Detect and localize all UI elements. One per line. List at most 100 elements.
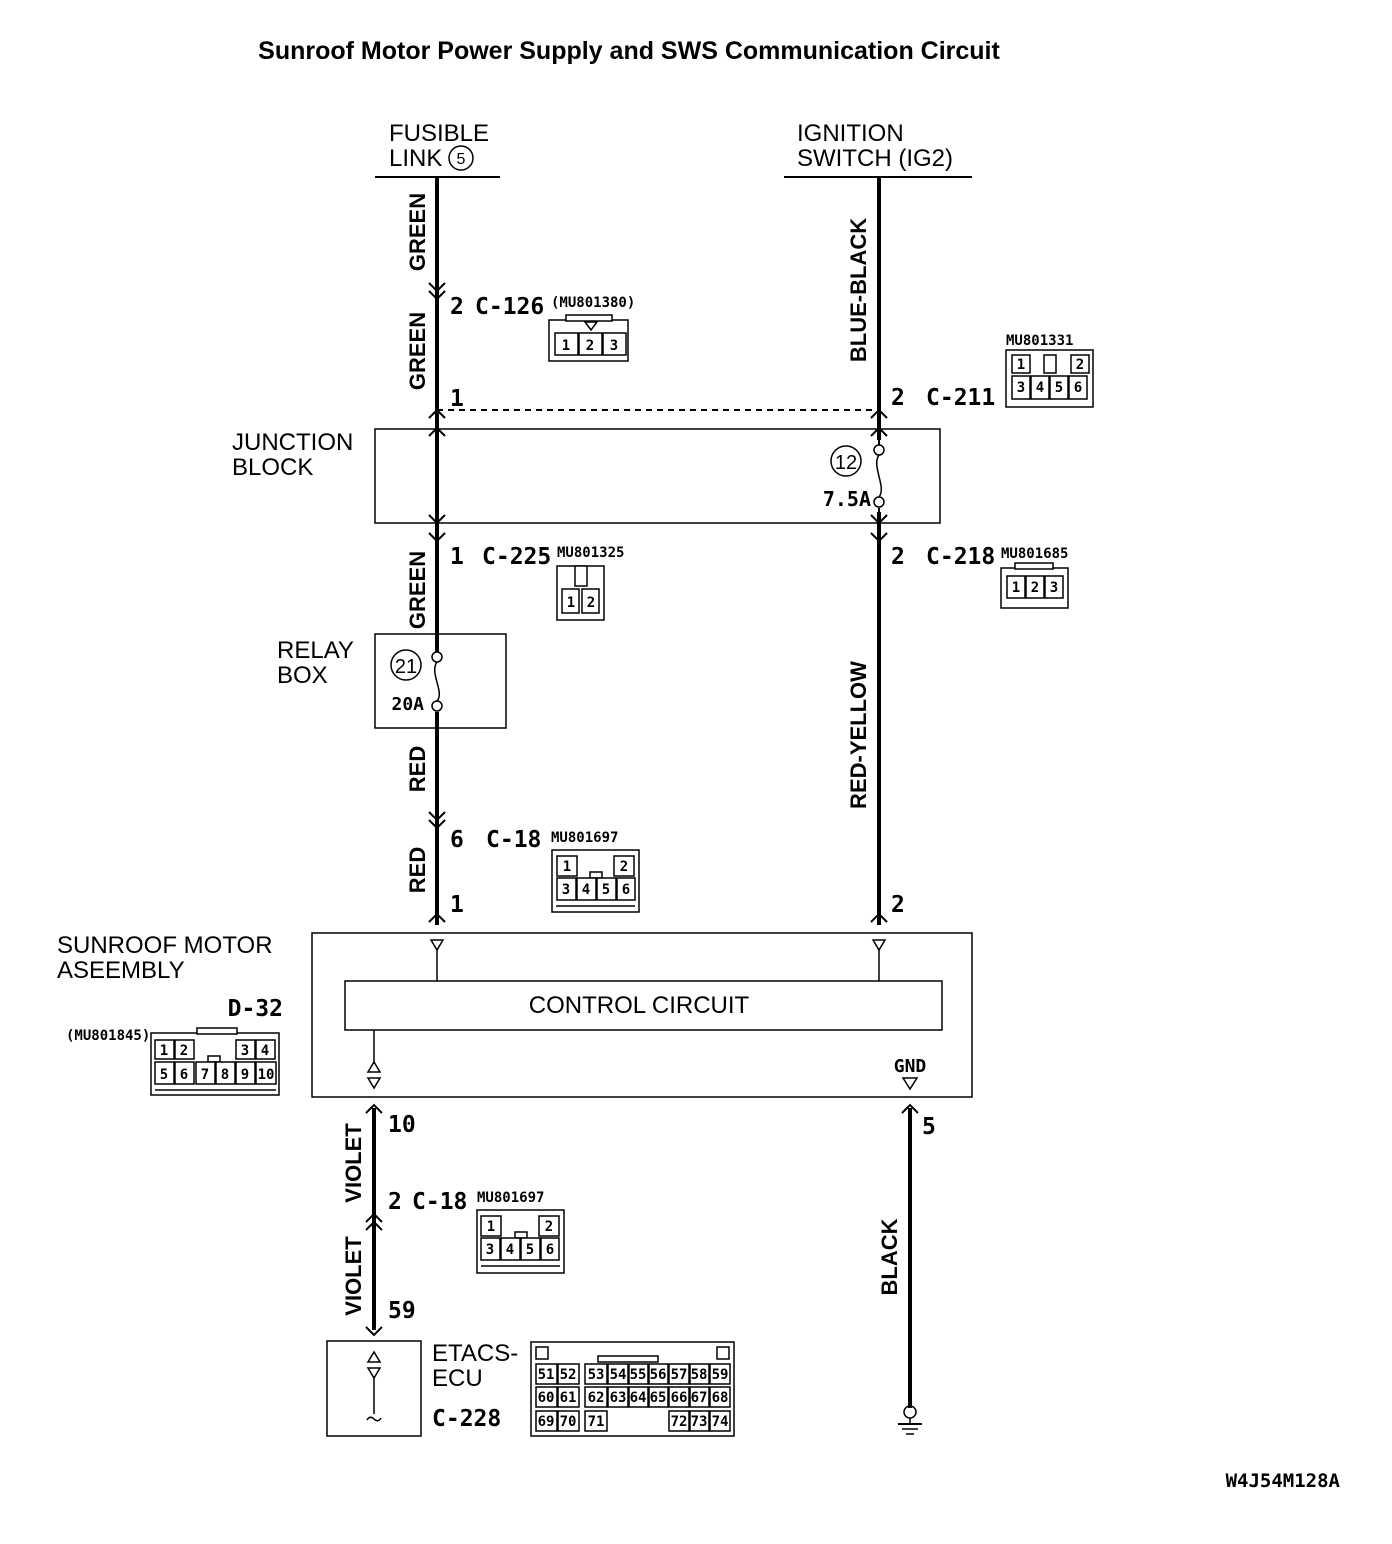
wire-color-red-1: RED (405, 746, 430, 792)
connector-chevron (428, 811, 446, 830)
c18-bottom-name: C-18 (412, 1189, 467, 1215)
c228-cell: 68 (712, 1390, 729, 1406)
c225-name: C-225 (482, 544, 551, 570)
wire-color-blue-black: BLUE-BLACK (846, 218, 871, 362)
c18-bottom-cell: 2 (545, 1219, 553, 1235)
etacs-comm-arrow-up (366, 1350, 382, 1363)
connector-chevron (365, 1212, 383, 1231)
fuse-12-element (876, 454, 882, 498)
connector-chevron (428, 912, 446, 923)
connector-chevron (870, 532, 888, 543)
c228-cell: 73 (691, 1414, 708, 1430)
c228-name: C-228 (432, 1406, 501, 1432)
diagram-title: Sunroof Motor Power Supply and SWS Commu… (258, 37, 1000, 65)
d32-cell: 5 (160, 1067, 168, 1083)
figure-code: W4J54M128A (1226, 1470, 1341, 1492)
c18-bottom-connector-face: 1 2 3 4 5 6 (476, 1209, 565, 1274)
input-arrow (429, 939, 445, 952)
d32-cell: 9 (241, 1067, 249, 1083)
c126-name: C-126 (475, 294, 544, 320)
d32-name: D-32 (228, 996, 283, 1022)
connector-chevron (870, 912, 888, 923)
fuse-21-rating: 20A (391, 694, 424, 715)
c211-part-number: MU801331 (1006, 333, 1073, 349)
junction-block-label-1: JUNCTION (232, 429, 353, 456)
wire-color-green-3: GREEN (405, 551, 430, 629)
c228-cell: 62 (588, 1390, 605, 1406)
etacs-label-1: ETACS- (432, 1340, 518, 1367)
c228-cell: 70 (560, 1414, 577, 1430)
c228-cell: 65 (650, 1390, 667, 1406)
wire-color-violet-2: VIOLET (341, 1236, 366, 1316)
c228-cell: 61 (560, 1390, 577, 1406)
fusible-link-number: 5 (457, 151, 466, 168)
d32-cell: 7 (201, 1067, 209, 1083)
c18-bottom-cell: 1 (487, 1219, 495, 1235)
c18-bottom-cell: 4 (506, 1242, 514, 1258)
c228-cell: 55 (630, 1367, 647, 1383)
c225-connector-face: 1 2 (556, 565, 605, 621)
d32-cell: 2 (180, 1043, 188, 1059)
c18-top-cell: 6 (622, 882, 630, 898)
c126-cell: 2 (586, 338, 594, 354)
c228-cell: 66 (671, 1390, 688, 1406)
c18-bottom-pin: 2 (388, 1189, 402, 1215)
c211-cell: 4 (1036, 380, 1044, 396)
motor-label-1: SUNROOF MOTOR (57, 932, 273, 959)
c228-cell: 72 (671, 1414, 688, 1430)
c18-bottom-cell: 3 (486, 1242, 494, 1258)
c218-name: C-218 (926, 544, 995, 570)
etacs-comm-arrow-down (366, 1367, 382, 1380)
junction-block-label-2: BLOCK (232, 454, 313, 481)
c228-cell: 71 (588, 1414, 605, 1430)
c228-cell: 53 (588, 1367, 605, 1383)
c228-cell: 58 (691, 1367, 708, 1383)
c211-cell: 5 (1055, 380, 1063, 396)
connector-chevron (365, 1103, 383, 1114)
c126-connector-face: 1 2 3 (548, 314, 629, 362)
junction-block-box (374, 428, 941, 524)
input-arrow (871, 939, 887, 952)
c126-cell: 3 (610, 338, 618, 354)
c228-cell: 60 (538, 1390, 555, 1406)
c126-cell: 1 (562, 338, 570, 354)
c211-cell: 3 (1017, 380, 1025, 396)
c211-cell: 2 (1076, 357, 1084, 373)
fusible-link-label-2: LINK (389, 145, 442, 172)
wire-color-red-yellow: RED-YELLOW (846, 661, 871, 809)
d32-cell: 4 (261, 1043, 269, 1059)
fuse-21-number-circle (390, 649, 422, 681)
motor-pin-right-out: 5 (922, 1114, 936, 1140)
c18-top-cell: 4 (582, 882, 590, 898)
gnd-label: GND (894, 1056, 927, 1077)
comm-arrow-up (366, 1060, 382, 1073)
c18-top-cell: 5 (602, 882, 610, 898)
c18-bottom-cell: 5 (526, 1242, 534, 1258)
c18-bottom-cell: 6 (546, 1242, 554, 1258)
etacs-label-2: ECU (432, 1365, 483, 1392)
c211-connector-face: 1 2 3 4 5 6 (1005, 349, 1094, 408)
c18-bottom-part-number: MU801697 (477, 1190, 544, 1206)
c211-cell: 6 (1074, 380, 1082, 396)
d32-cell: 1 (160, 1043, 168, 1059)
d32-cell: 6 (180, 1067, 188, 1083)
ignition-switch-label-1: IGNITION (797, 120, 904, 147)
connector-chevron (428, 282, 446, 301)
gnd-arrow (901, 1077, 919, 1091)
c211-name: C-211 (926, 385, 995, 411)
c228-cell: 69 (538, 1414, 555, 1430)
c211-pin-left: 1 (450, 386, 464, 412)
c228-cell: 74 (712, 1414, 729, 1430)
motor-assembly-box (311, 932, 973, 1098)
relay-box-label-1: RELAY (277, 637, 354, 664)
c218-cell: 2 (1031, 580, 1039, 596)
relay-box-box (374, 633, 507, 729)
etacs-ecu-box (326, 1340, 422, 1437)
d32-connector-face: 1 2 3 4 5 6 7 8 9 10 (150, 1027, 280, 1096)
fusible-link-number-circle (448, 145, 474, 171)
c218-pin: 2 (891, 544, 905, 570)
etacs-signal-symbol (366, 1416, 382, 1422)
c211-pin-right: 2 (891, 385, 905, 411)
c18-top-cell: 1 (563, 859, 571, 875)
c18-top-pin: 6 (450, 827, 464, 853)
